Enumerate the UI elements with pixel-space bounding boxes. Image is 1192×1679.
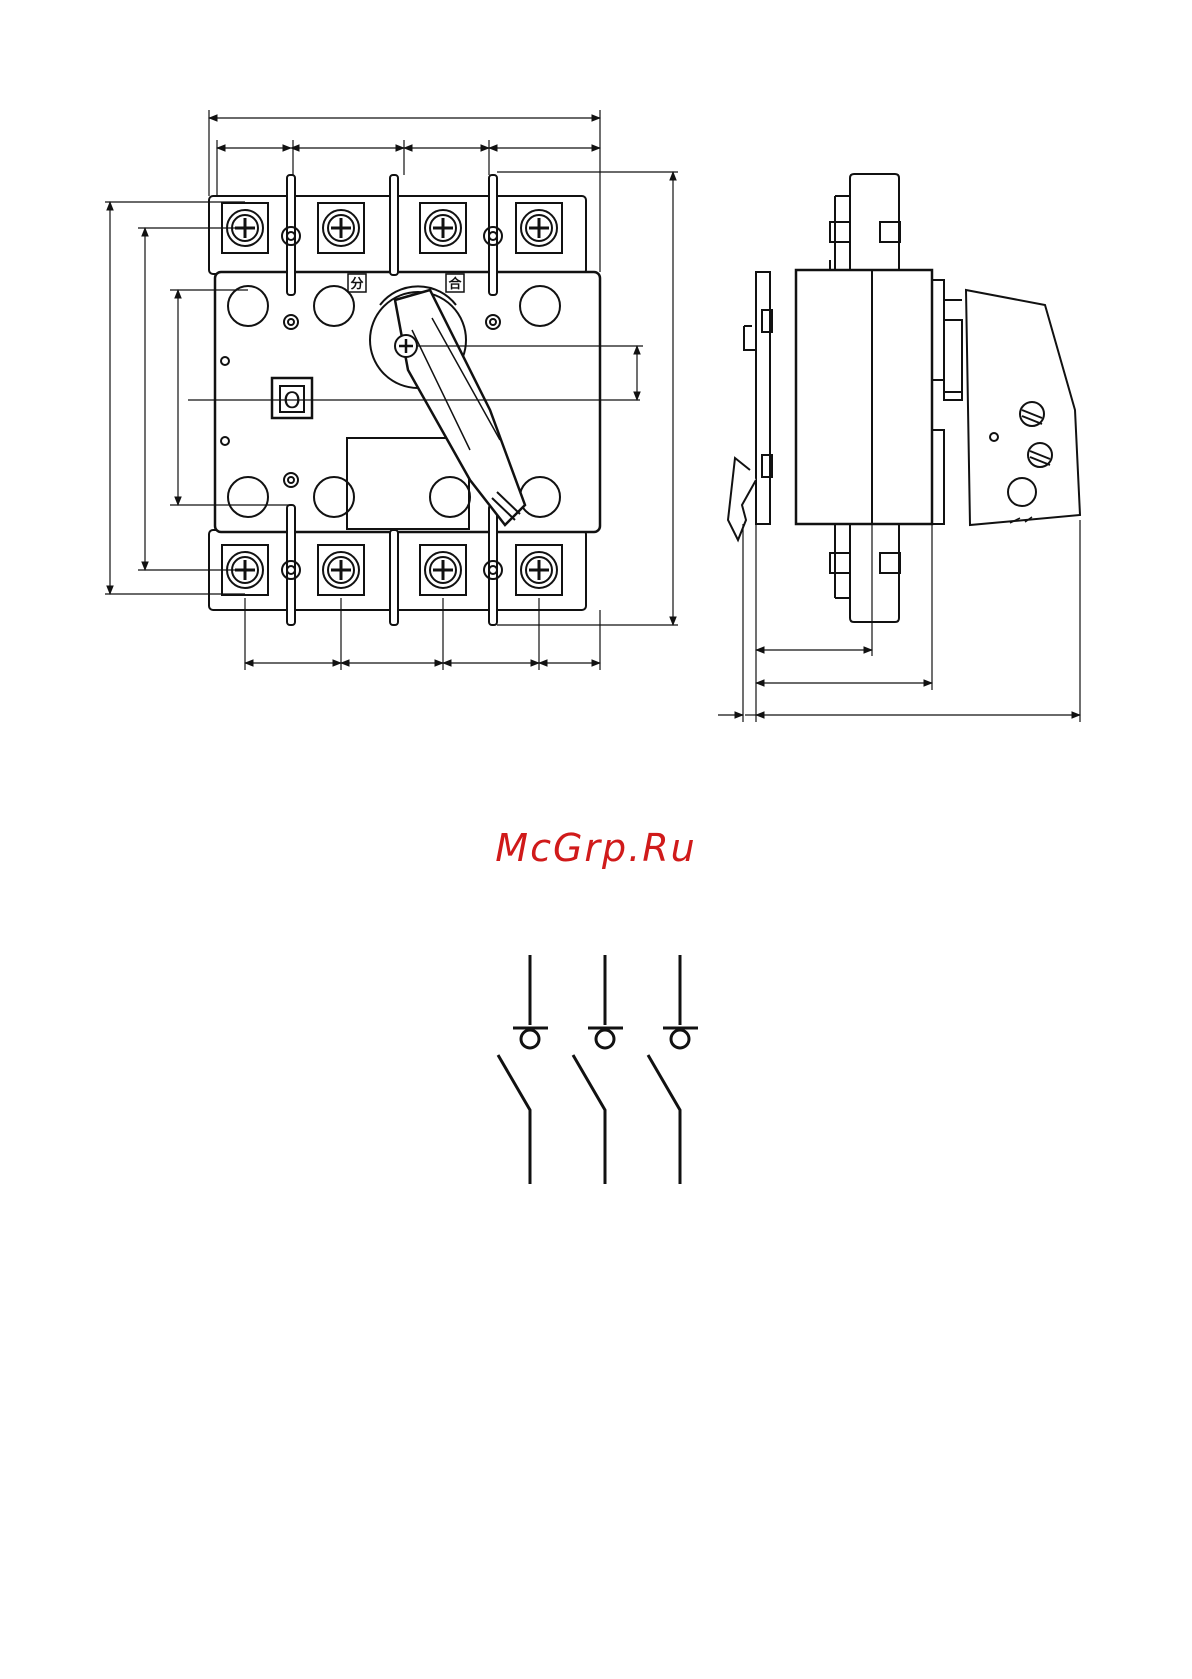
off-mark: 分 <box>350 276 363 292</box>
pole-2 <box>573 955 623 1184</box>
schematic-diagram <box>498 955 698 1184</box>
on-mark: 合 <box>448 276 462 292</box>
watermark: McGrp.Ru <box>0 826 1192 870</box>
position-indicator-glyph: O <box>283 389 300 414</box>
pole-3 <box>648 955 698 1184</box>
pole-1 <box>498 955 548 1184</box>
side-view <box>728 174 1080 622</box>
